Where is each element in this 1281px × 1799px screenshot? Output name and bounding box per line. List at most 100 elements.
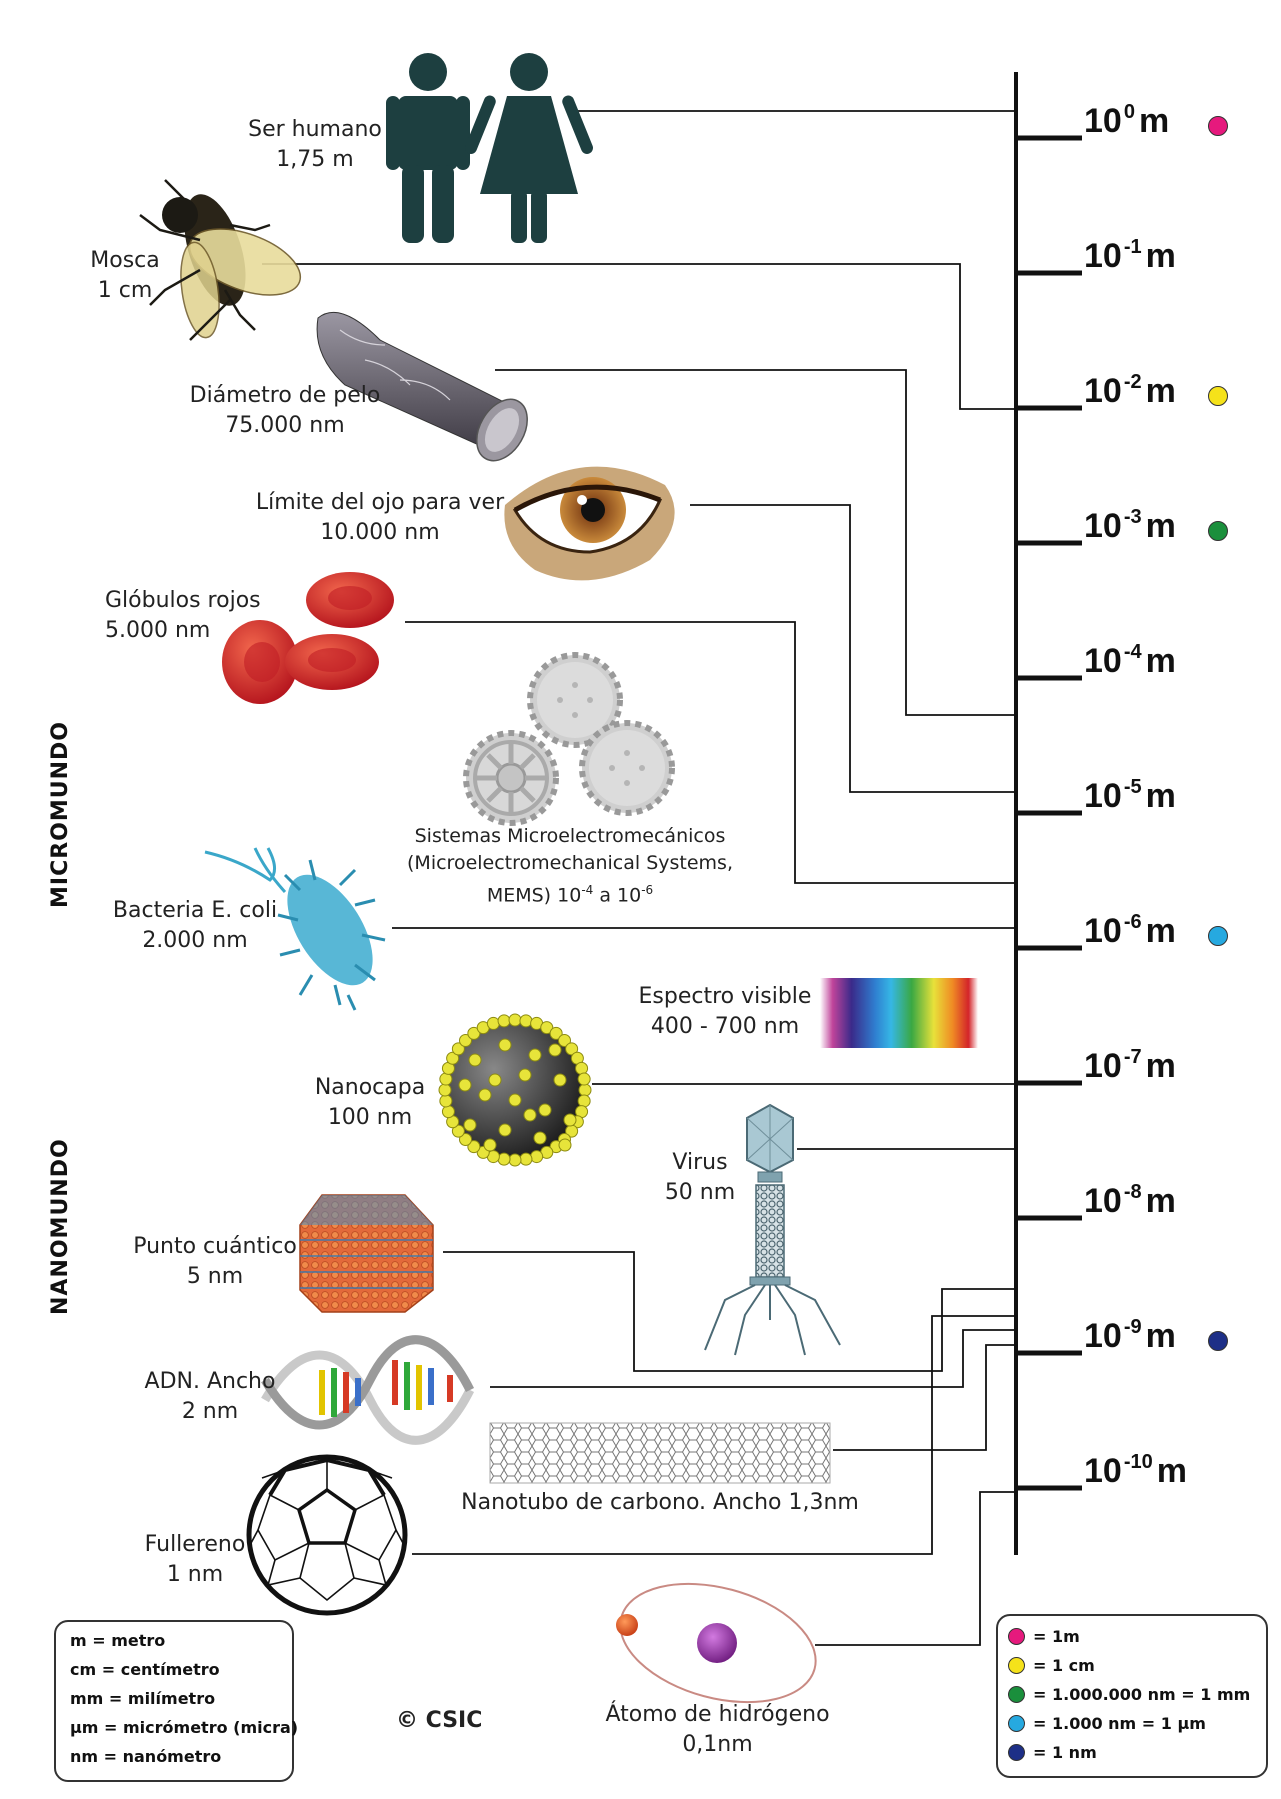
scale-color-dot <box>1208 926 1228 946</box>
nanolayer-particle <box>577 1072 591 1086</box>
nanolayer-particle <box>558 1138 572 1152</box>
nanolayer-particle <box>467 1026 481 1040</box>
scale-color-dot <box>1208 521 1228 541</box>
color-legend-row: = 1.000.000 nm = 1 mm <box>1008 1680 1256 1709</box>
nanolayer-particle <box>468 1053 482 1067</box>
color-legend-dot <box>1008 1715 1025 1732</box>
nanolayer-particle <box>486 1016 500 1030</box>
nanolayer-particle <box>563 1113 577 1127</box>
connector-eye <box>690 504 1016 793</box>
connector-fly <box>262 263 1016 410</box>
fly-illustration <box>139 179 302 341</box>
nanolayer-particle <box>483 1138 497 1152</box>
nanolayer-particle <box>518 1068 532 1082</box>
connector-hair <box>495 369 1016 716</box>
connector-lines <box>262 110 1016 1646</box>
side-label-nanomundo: NANOMUNDO <box>48 1138 73 1315</box>
nanolayer-particle <box>523 1108 537 1122</box>
nanolayer-particle <box>441 1105 455 1119</box>
color-legend-row: = 1 cm <box>1008 1651 1256 1680</box>
nanolayer-particle <box>439 1094 453 1108</box>
hair-illustration <box>316 311 528 462</box>
nanolayer-particle <box>565 1042 579 1056</box>
nanolayer-particle <box>519 1014 533 1028</box>
nanolayer-particle <box>439 1072 453 1086</box>
color-legend-row: = 1 nm <box>1008 1738 1256 1767</box>
nanolayer-particle <box>530 1150 544 1164</box>
nanolayer-particle <box>538 1103 552 1117</box>
units-legend-row: mm = milímetro <box>70 1689 216 1708</box>
connector-qdot <box>443 1251 1016 1372</box>
nanolayer-particle <box>459 1034 473 1048</box>
nanolayer-particle <box>575 1061 589 1075</box>
label-mems: Sistemas Microelectromecánicos (Microele… <box>407 825 733 907</box>
units-legend-row: µm = micrómetro (micra) <box>70 1718 299 1737</box>
ecoli-illustration <box>204 847 386 1011</box>
color-legend-dot <box>1008 1686 1025 1703</box>
eye-illustration <box>504 466 675 581</box>
virus-illustration <box>704 1103 841 1356</box>
color-legend-dot <box>1008 1657 1025 1674</box>
nanolayer-particle <box>498 1038 512 1052</box>
nanolayer-particle <box>451 1124 465 1138</box>
connector-hydrogen <box>815 1491 1016 1646</box>
nanolayer-particle <box>557 1034 571 1048</box>
nanolayer-particle <box>533 1131 547 1145</box>
hydrogen-atom-illustration <box>616 1582 817 1704</box>
human-illustration <box>386 53 593 243</box>
nanolayer-particle <box>451 1042 465 1056</box>
connector-blood <box>405 621 1016 884</box>
nanolayer-particle <box>548 1043 562 1057</box>
units-legend-row: m = metro <box>70 1631 166 1650</box>
scale-color-dot <box>1208 1331 1228 1351</box>
scale-color-dot <box>1208 386 1228 406</box>
nanolayer-particle <box>467 1140 481 1154</box>
nanolayer-particle <box>540 1021 554 1035</box>
nanolayer-particle <box>528 1048 542 1062</box>
nanolayer-particle <box>463 1118 477 1132</box>
nanolayer-illustration <box>438 1013 592 1167</box>
nanolayer-particle <box>497 1014 511 1028</box>
scale-color-dot <box>1208 116 1228 136</box>
nanolayer-particle <box>438 1083 452 1097</box>
nanolayer-particle <box>508 1153 522 1167</box>
units-legend-row: nm = nanómetro <box>70 1747 222 1766</box>
visible-spectrum-bar <box>820 978 978 1048</box>
nanotube-illustration <box>489 1422 831 1484</box>
color-legend-row: = 1m <box>1008 1622 1256 1651</box>
nanolayer-particle <box>497 1152 511 1166</box>
nanolayer-particle <box>458 1078 472 1092</box>
side-label-micromundo: MICROMUNDO <box>48 721 73 908</box>
nanolayer-particle <box>508 1013 522 1027</box>
color-legend: = 1m= 1 cm= 1.000.000 nm = 1 mm= 1.000 n… <box>996 1614 1268 1778</box>
nanolayer-particle <box>488 1073 502 1087</box>
quantum-dot-illustration <box>299 1194 434 1313</box>
color-legend-row: = 1.000 nm = 1 µm <box>1008 1709 1256 1738</box>
fullerene-illustration <box>246 1454 408 1616</box>
dna-illustration <box>261 1335 475 1445</box>
nanolayer-particle <box>459 1132 473 1146</box>
